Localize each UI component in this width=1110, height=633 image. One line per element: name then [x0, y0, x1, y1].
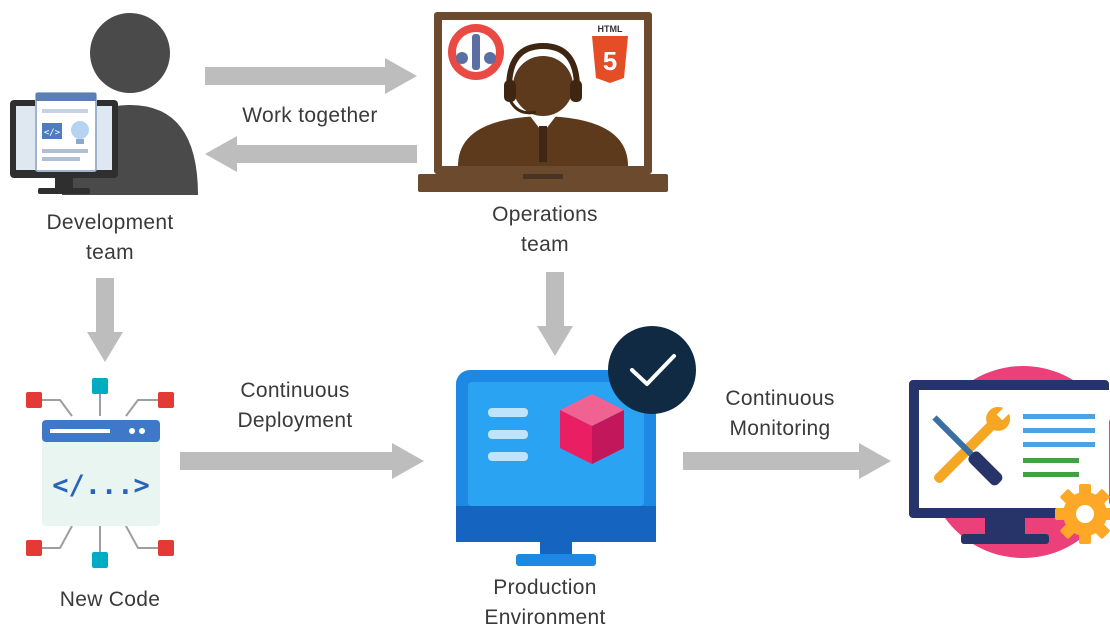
development-team-label: Development team: [46, 211, 174, 264]
html5-number: 5: [603, 46, 617, 76]
maintenance-monitor-icon: [909, 366, 1110, 558]
arrow-left-work-together: [205, 136, 417, 172]
arrow-down-from-development: [87, 278, 123, 362]
work-together-label: Work together: [242, 104, 378, 127]
production-monitor-icon: [456, 326, 696, 566]
continuous-monitoring-label: Continuous Monitoring: [725, 387, 835, 440]
operations-team-label: Operations team: [492, 203, 598, 256]
continuous-deployment-label: Continuous Deployment: [237, 379, 353, 432]
production-environment-label: Production Environment: [484, 576, 606, 629]
arrow-right-work-together: [205, 58, 417, 94]
developer-icon: </>: [10, 13, 198, 195]
code-glyph: </...>: [52, 470, 150, 501]
html-badge-text: HTML: [598, 24, 623, 34]
new-code-icon: </...>: [26, 378, 174, 568]
operations-laptop-icon: HTML 5: [418, 12, 668, 192]
arrow-down-from-operations: [537, 272, 573, 356]
arrow-right-continuous-monitoring: [683, 443, 891, 479]
arrow-right-continuous-deployment: [180, 443, 424, 479]
new-code-label: New Code: [59, 588, 161, 611]
svg-text:</>: </>: [44, 128, 61, 138]
